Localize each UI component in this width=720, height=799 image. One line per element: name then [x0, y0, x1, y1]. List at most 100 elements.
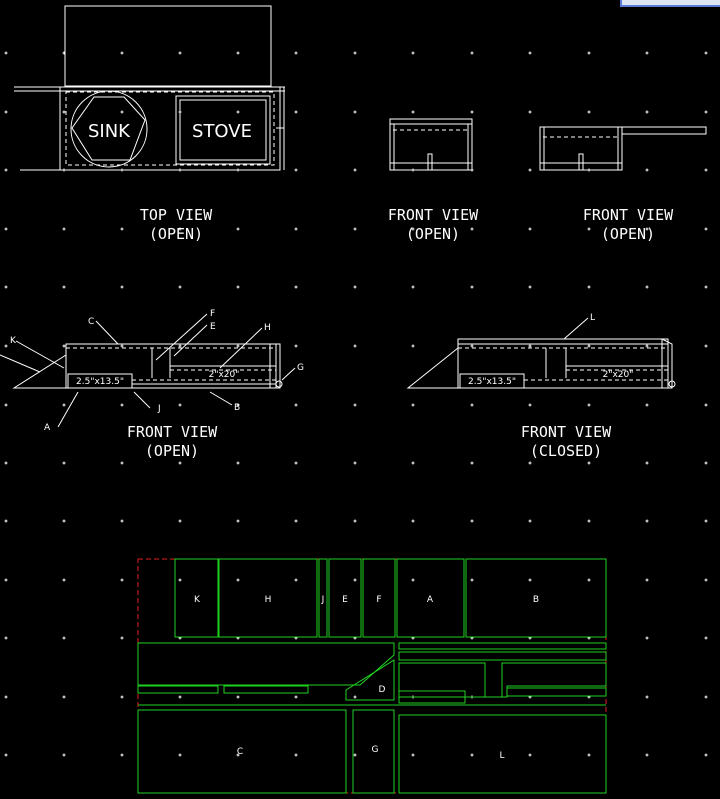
- callout-a: A: [44, 423, 51, 433]
- grid-point: [528, 578, 532, 582]
- grid-point: [528, 227, 532, 231]
- grid-point: [294, 344, 298, 348]
- grid-point: [353, 753, 357, 757]
- snap-grid: [4, 51, 708, 757]
- grid-point: [528, 344, 532, 348]
- grid-point: [4, 285, 8, 289]
- grid-point: [411, 578, 415, 582]
- callout-b: B: [234, 403, 240, 413]
- grid-point: [294, 519, 298, 523]
- grid-point: [353, 227, 357, 231]
- grid-point: [236, 578, 240, 582]
- grid-point: [470, 51, 474, 55]
- grid-point: [411, 753, 415, 757]
- grid-point: [704, 578, 708, 582]
- grid-point: [528, 51, 532, 55]
- front-view-closed: 2.5"x13.5" 2"x20" L: [406, 313, 676, 389]
- grid-point: [645, 403, 649, 407]
- grid-point: [470, 461, 474, 465]
- grid-point: [704, 695, 708, 699]
- grid-point: [353, 51, 357, 55]
- grid-point: [294, 110, 298, 114]
- grid-point: [704, 285, 708, 289]
- grid-point: [236, 51, 240, 55]
- grid-point: [4, 578, 8, 582]
- grid-point: [528, 285, 532, 289]
- part-d-label: D: [379, 685, 386, 695]
- grid-point: [4, 461, 8, 465]
- grid-point: [411, 519, 415, 523]
- grid-point: [120, 344, 124, 348]
- front-view-open-subtitle-3: (OPEN): [145, 442, 199, 460]
- grid-point: [120, 695, 124, 699]
- grid-point: [4, 51, 8, 55]
- grid-point: [645, 168, 649, 172]
- grid-point: [587, 285, 591, 289]
- grid-point: [645, 344, 649, 348]
- part-l-label: L: [499, 751, 504, 761]
- grid-point: [704, 344, 708, 348]
- part-j-label: J: [321, 595, 325, 605]
- part-b-label: B: [533, 595, 539, 605]
- grid-point: [411, 227, 415, 231]
- grid-point: [178, 753, 182, 757]
- stove-outline: [175, 95, 271, 165]
- part-f-label: F: [376, 595, 381, 605]
- grid-point: [178, 344, 182, 348]
- grid-point: [587, 227, 591, 231]
- grid-point: [120, 636, 124, 640]
- grid-point: [178, 285, 182, 289]
- grid-point: [704, 519, 708, 523]
- grid-point: [120, 403, 124, 407]
- window-edge: [620, 0, 720, 7]
- grid-point: [120, 227, 124, 231]
- grid-point: [294, 227, 298, 231]
- callout-k: K: [10, 336, 17, 346]
- callout-c: C: [88, 317, 94, 327]
- grid-point: [353, 519, 357, 523]
- grid-point: [704, 168, 708, 172]
- grid-point: [411, 110, 415, 114]
- grid-point: [236, 227, 240, 231]
- grid-point: [294, 403, 298, 407]
- grid-point: [528, 403, 532, 407]
- part-k-label: K: [194, 595, 201, 605]
- grid-point: [645, 110, 649, 114]
- front-view-open-title-2: FRONT VIEW: [583, 206, 674, 224]
- grid-point: [236, 285, 240, 289]
- callout-f: F: [210, 309, 215, 319]
- grid-point: [704, 51, 708, 55]
- grid-point: [4, 753, 8, 757]
- grid-point: [528, 519, 532, 523]
- grid-point: [704, 753, 708, 757]
- top-view-drawing: SINK STOVE: [14, 5, 285, 171]
- callout-l: L: [590, 313, 595, 323]
- callout-h: H: [264, 323, 271, 333]
- grid-point: [178, 519, 182, 523]
- grid-point: [353, 403, 357, 407]
- grid-point: [4, 168, 8, 172]
- grid-point: [294, 285, 298, 289]
- grid-point: [236, 110, 240, 114]
- grid-point: [587, 578, 591, 582]
- grid-point: [62, 753, 66, 757]
- grid-point: [236, 403, 240, 407]
- grid-point: [294, 461, 298, 465]
- stove-label: STOVE: [192, 121, 252, 142]
- grid-point: [645, 753, 649, 757]
- sink-drain: [71, 96, 146, 161]
- grid-point: [645, 51, 649, 55]
- top-view-title: TOP VIEW: [140, 206, 213, 224]
- front-view-open-title-3: FRONT VIEW: [127, 423, 218, 441]
- grid-point: [470, 578, 474, 582]
- callout-j: J: [157, 404, 161, 414]
- grid-point: [120, 578, 124, 582]
- grid-point: [353, 110, 357, 114]
- grid-point: [411, 285, 415, 289]
- grid-point: [353, 695, 357, 699]
- grid-point: [704, 227, 708, 231]
- front-view-open-extended: [539, 126, 707, 171]
- grid-point: [4, 519, 8, 523]
- dim-box-label: 2.5"x13.5": [76, 377, 124, 387]
